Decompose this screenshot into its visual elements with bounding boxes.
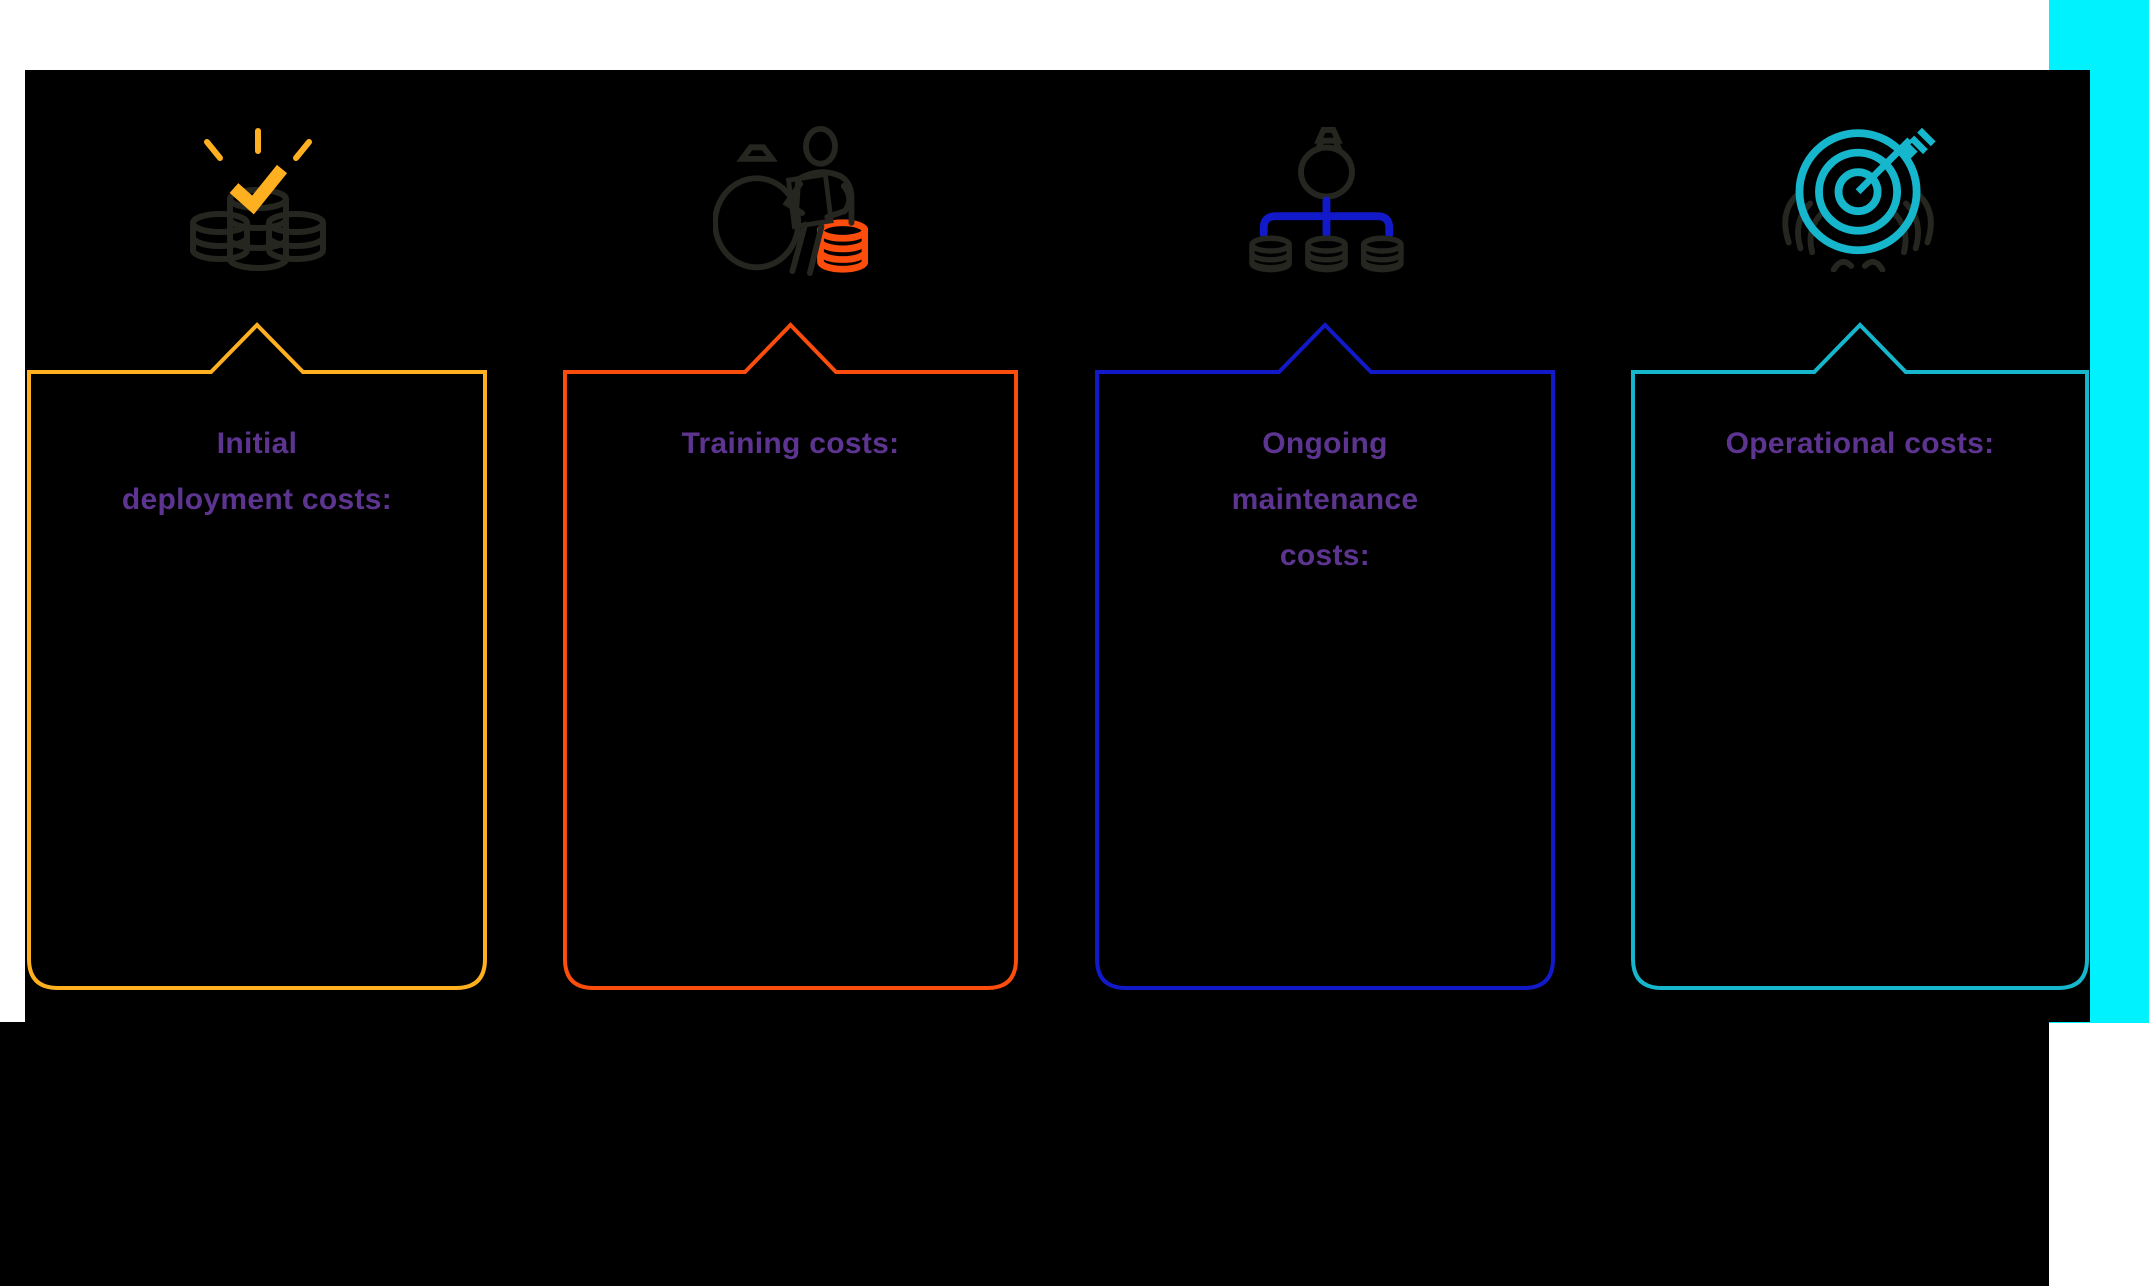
target-rings [1795, 129, 1921, 255]
orange-coin-seat [817, 219, 868, 273]
content-panel [25, 70, 2090, 1022]
card-initial-deployment-costs: Initial deployment costs: [26, 322, 488, 991]
target-arrow-hands-svg [1782, 127, 1936, 272]
sun-rays [204, 128, 312, 161]
moneybag-distribution-svg [1249, 126, 1404, 273]
person-sitting-on-coins-icon [713, 126, 868, 276]
checkmark [229, 164, 288, 215]
money-bag [713, 144, 802, 271]
card-training-costs: Training costs: [562, 322, 1019, 991]
card-operational-costs: Operational costs: [1630, 322, 2090, 991]
card-outline [1095, 322, 1555, 990]
document-board [785, 171, 834, 230]
card-outline [562, 322, 1019, 990]
card-title: Training costs: [681, 427, 900, 460]
coins-checkmark-svg [190, 128, 327, 271]
card-outline [1630, 322, 2090, 990]
card-title: Operational costs: [1725, 427, 1995, 460]
coins-checkmark-icon [187, 125, 327, 275]
card-title: Initial deployment costs: [121, 427, 393, 516]
bottom-black-band [0, 1022, 2049, 1286]
person-moneybag-svg [713, 126, 868, 276]
money-bag [1298, 126, 1355, 200]
card-ongoing-maintenance-costs: Ongoing maintenance costs: [1094, 322, 1556, 991]
distribution-connector [1259, 196, 1394, 238]
moneybag-distribution-icon [1247, 126, 1404, 276]
card-outline [27, 322, 487, 990]
target-arrow-hands-icon [1777, 127, 1943, 272]
arrow [1855, 127, 1936, 195]
card-title: Ongoing maintenance costs: [1231, 427, 1419, 572]
coin-stacks [1249, 235, 1404, 273]
